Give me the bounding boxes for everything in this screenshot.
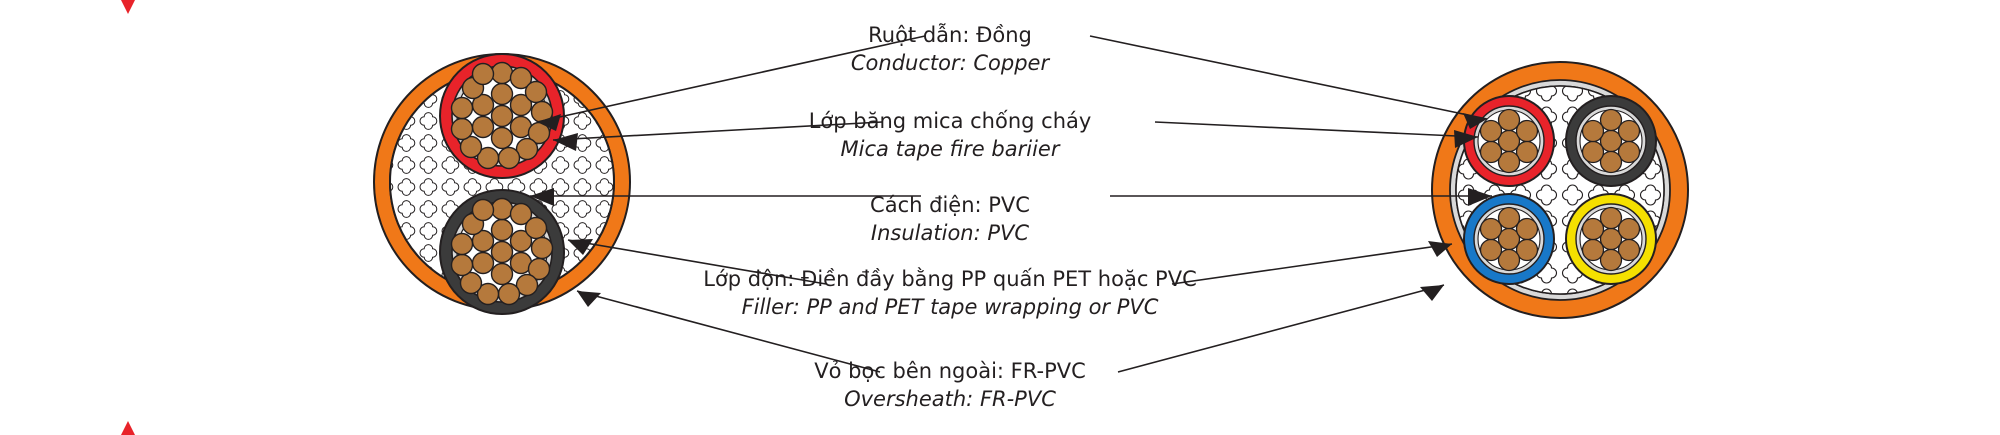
label-oversheath-vn: Vỏ bọc bên ngoài: FR-PVC: [814, 359, 1086, 383]
label-insulation-vn: Cách điện: PVC: [870, 193, 1030, 217]
core-right-red: [1463, 95, 1555, 187]
label-filler-en: Filler: PP and PET tape wrapping or PVC: [742, 295, 1159, 319]
conductor-strands-black-left: [450, 197, 554, 306]
label-insulation: Cách điện: PVC Insulation: PVC: [870, 193, 1030, 245]
arrowhead-mica-right: [1454, 130, 1478, 148]
core-left-red: [439, 53, 565, 179]
conductor-strands-black-right: [1581, 108, 1641, 174]
label-filler: Lớp độn: Điền đầy bằng PP quấn PET hoặc …: [703, 267, 1197, 319]
label-insulation-en: Insulation: PVC: [871, 221, 1029, 245]
label-oversheath: Vỏ bọc bên ngoài: FR-PVC Oversheath: FR-…: [814, 359, 1086, 411]
label-mica-tape: Lớp băng mica chống cháy Mica tape fire …: [809, 109, 1092, 161]
conductor-strands-red-left: [450, 61, 554, 170]
arrowhead-insulation-left: [530, 188, 554, 206]
top-left-marker: [121, 0, 135, 14]
cable-left-two-core: [373, 53, 631, 315]
arrowhead-filler-left: [568, 239, 593, 255]
arrowhead-insulation-right: [1468, 188, 1492, 206]
label-conductor-en: Conductor: Copper: [851, 51, 1051, 75]
arrowhead-mica-left: [553, 133, 578, 151]
leader-mica-left: [552, 121, 883, 141]
label-conductor-vn: Ruột dẫn: Đồng: [868, 22, 1032, 47]
conductor-strands-blue-right: [1479, 206, 1539, 272]
core-right-yellow: [1565, 193, 1657, 285]
core-left-black: [439, 189, 565, 315]
leader-filler-left: [567, 239, 827, 285]
conductor-strands-yellow-right: [1581, 206, 1641, 272]
label-mica-tape-vn: Lớp băng mica chống cháy: [809, 109, 1092, 133]
leader-lines-left: [530, 35, 926, 373]
leader-oversheath-right: [1117, 284, 1445, 373]
arrowhead-filler-right: [1428, 241, 1452, 257]
label-filler-vn: Lớp độn: Điền đầy bằng PP quấn PET hoặc …: [703, 267, 1197, 291]
arrowhead-oversheath-left: [577, 291, 601, 307]
leader-conductor-left: [536, 35, 926, 123]
cable-right-four-core: [1431, 61, 1689, 319]
arrowhead-oversheath-right: [1420, 285, 1444, 301]
bottom-left-marker: [121, 421, 135, 435]
arrowhead-conductor-right: [1463, 113, 1487, 129]
label-conductor: Ruột dẫn: Đồng Conductor: Copper: [851, 22, 1051, 75]
leader-conductor-right: [1089, 35, 1488, 120]
leader-mica-right: [1154, 121, 1479, 138]
conductor-strands-red-right: [1479, 108, 1539, 174]
label-mica-tape-en: Mica tape fire bariier: [841, 137, 1061, 161]
leader-filler-right: [1171, 243, 1453, 285]
arrowhead-conductor-left: [537, 114, 561, 131]
leader-lines-right: [1089, 35, 1492, 373]
label-oversheath-en: Oversheath: FR-PVC: [844, 387, 1056, 411]
core-right-blue: [1463, 193, 1555, 285]
core-right-black: [1565, 95, 1657, 187]
leader-oversheath-left: [576, 290, 881, 373]
